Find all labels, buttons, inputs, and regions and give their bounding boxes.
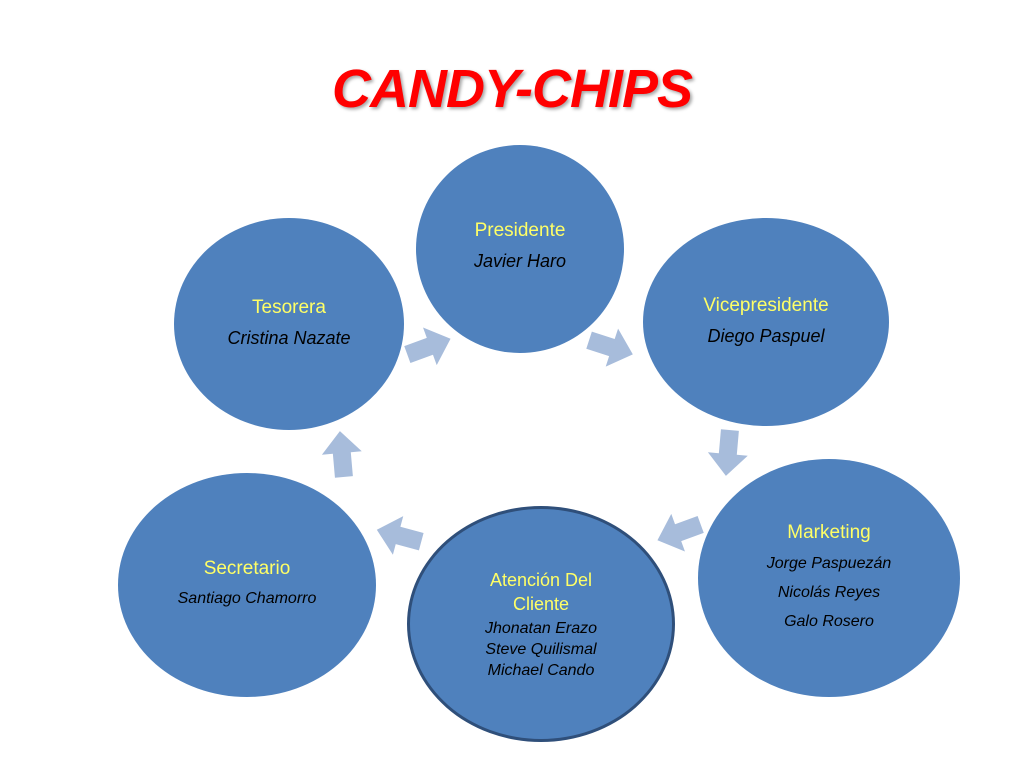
flow-arrow-presidente-to-vicepresidente — [586, 328, 633, 367]
node-people: Jorge Paspuezán Nicolás Reyes Galo Roser… — [767, 549, 892, 636]
node-person: Santiago Chamorro — [177, 590, 317, 607]
node-people: Santiago Chamorro — [178, 585, 317, 613]
node-role: Marketing — [787, 521, 871, 543]
node-person: Cristina Nazate — [227, 328, 351, 348]
node-marketing: Marketing Jorge Paspuezán Nicolás Reyes … — [698, 459, 960, 697]
node-person: Nicolás Reyes — [777, 583, 881, 601]
node-people: Jhonatan Erazo Steve Quilismal Michael C… — [485, 618, 597, 681]
page-title: CANDY-CHIPS — [331, 59, 693, 119]
node-person: Diego Paspuel — [707, 326, 825, 346]
node-presidente: Presidente Javier Haro — [416, 145, 624, 353]
node-atencion-cliente: Atención Del Cliente Jhonatan Erazo Stev… — [407, 506, 675, 742]
node-role: Presidente — [474, 220, 566, 241]
node-tesorera: Tesorera Cristina Nazate — [174, 218, 404, 430]
node-role: Atención Del Cliente — [489, 569, 593, 614]
node-person: Galo Rosero — [784, 612, 874, 630]
node-role: Tesorera — [252, 297, 326, 318]
node-people: Javier Haro — [474, 247, 566, 275]
node-person: Steve Quilismal — [485, 640, 597, 658]
node-people: Cristina Nazate — [227, 324, 350, 352]
node-role: Vicepresidente — [703, 295, 829, 316]
node-secretario: Secretario Santiago Chamorro — [118, 473, 376, 697]
node-role: Secretario — [203, 558, 291, 579]
node-people: Diego Paspuel — [707, 322, 824, 350]
node-person: Jorge Paspuezán — [766, 554, 892, 572]
node-person: Javier Haro — [473, 251, 567, 271]
node-person: Jhonatan Erazo — [484, 619, 598, 637]
node-vicepresidente: Vicepresidente Diego Paspuel — [643, 218, 889, 426]
flow-arrow-marketing-to-atencion — [657, 513, 704, 552]
node-person: Michael Cando — [487, 661, 595, 679]
flow-arrow-secretario-to-tesorera — [321, 431, 362, 478]
flow-arrow-atencion-to-secretario — [376, 516, 424, 555]
flow-arrow-tesorera-to-presidente — [404, 327, 451, 366]
flow-arrow-vicepresidente-to-marketing — [707, 429, 748, 476]
